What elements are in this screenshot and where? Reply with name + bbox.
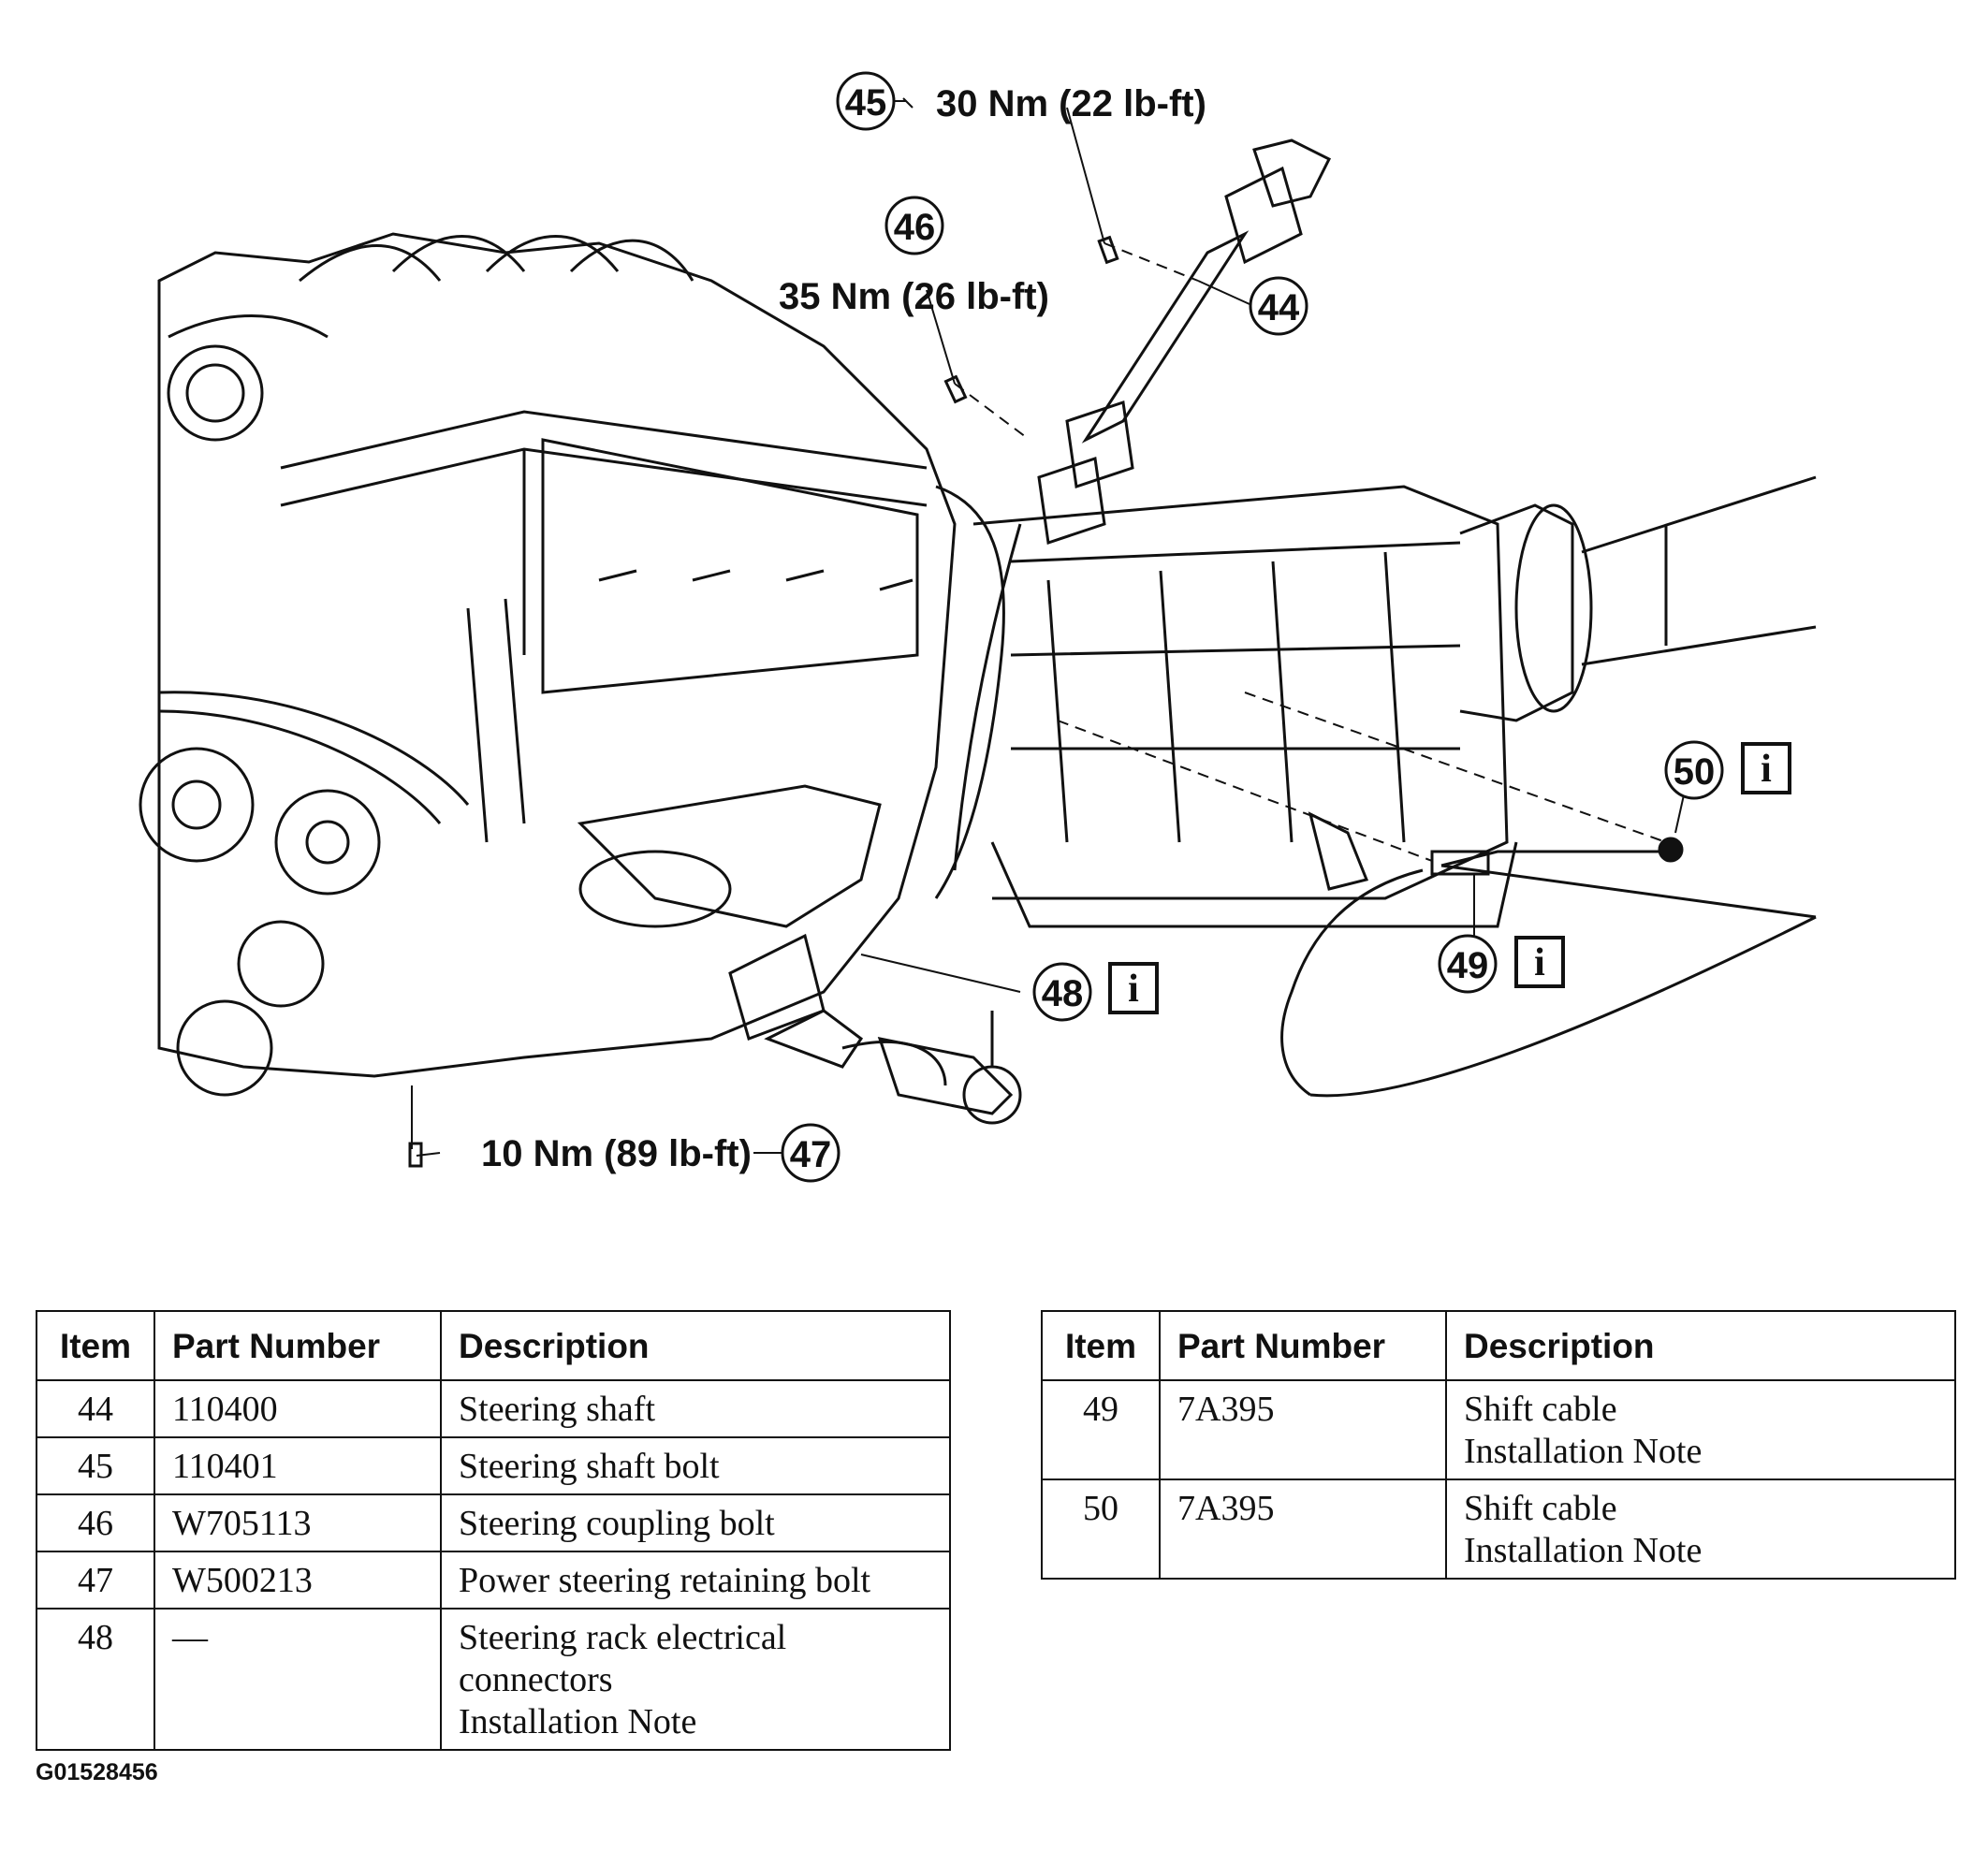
header-item: Item (36, 1310, 155, 1381)
header-item: Item (1041, 1310, 1161, 1381)
callout-48-info-glyph: i (1128, 968, 1139, 1011)
engine-illustration (139, 232, 957, 1097)
cell-description: Steering shaft (440, 1379, 951, 1438)
cell-description: Steering coupling bolt (440, 1493, 951, 1552)
callout-50-number: 50 (1674, 751, 1716, 793)
cell-item: 44 (36, 1379, 155, 1438)
cell-description: Steering shaft bolt (440, 1436, 951, 1495)
cell-item: 46 (36, 1493, 155, 1552)
header-description: Description (1445, 1310, 1956, 1381)
table-row: 50 7A395 Shift cable Installation Note (1041, 1479, 1956, 1580)
callout-48-info-icon (1108, 962, 1159, 1014)
table-row: 48 — Steering rack electrical connectors… (36, 1608, 951, 1751)
callout-49-info-glyph: i (1534, 941, 1545, 984)
parts-table-right: Item Part Number Description 49 7A395 Sh… (1041, 1310, 1956, 1580)
callout-45-torque: 30 Nm (22 lb-ft) (936, 83, 1206, 124)
callout-50-info-icon (1741, 742, 1791, 794)
callout-50-info-glyph: i (1761, 748, 1772, 791)
cell-item: 48 (36, 1608, 155, 1751)
cell-item: 47 (36, 1551, 155, 1610)
callout-46: 46 35 Nm (26 lb-ft) (779, 196, 1049, 317)
table-row: 45 110401 Steering shaft bolt (36, 1436, 951, 1495)
callout-47-torque: 10 Nm (89 lb-ft) (481, 1133, 752, 1174)
figure-id: G01528456 (36, 1759, 158, 1785)
cell-description: Steering rack electrical connectors Inst… (440, 1608, 951, 1751)
header-part-number: Part Number (153, 1310, 442, 1381)
engine-transmission-diagram: 45 30 Nm (22 lb-ft) 46 35 Nm (26 lb-ft) … (139, 71, 1817, 1183)
table-header-row: Item Part Number Description (36, 1310, 951, 1381)
callout-48-number: 48 (1042, 973, 1084, 1014)
cell-part-number: 110400 (153, 1379, 442, 1438)
callout-46-number: 46 (894, 207, 936, 248)
steering-shaft-bolt (1097, 235, 1119, 265)
callout-44: 44 (1249, 276, 1308, 336)
power-steering-retaining-bolt (408, 1142, 423, 1168)
cell-part-number: 7A395 (1159, 1379, 1447, 1480)
callout-49: 49 i (1438, 934, 1565, 994)
cell-part-number: W500213 (153, 1551, 442, 1610)
steering-rack-illustration (728, 933, 1022, 1125)
steering-coupling-bolt (943, 374, 968, 404)
leader-lines (411, 97, 1686, 1157)
cell-description: Shift cable Installation Note (1445, 1379, 1956, 1480)
callout-47: 10 Nm (89 lb-ft) 47 (481, 1123, 841, 1183)
cell-item: 49 (1041, 1379, 1161, 1480)
callout-44-number: 44 (1258, 287, 1300, 328)
steering-shaft-illustration (953, 138, 1332, 871)
cell-description: Shift cable Installation Note (1445, 1479, 1956, 1580)
cell-part-number: 7A395 (1159, 1479, 1447, 1580)
callout-46-torque: 35 Nm (26 lb-ft) (779, 276, 1049, 317)
cell-part-number: W705113 (153, 1493, 442, 1552)
callout-45-number: 45 (845, 82, 887, 124)
transmission-illustration (934, 475, 1817, 928)
table-row: 44 110400 Steering shaft (36, 1379, 951, 1438)
cell-item: 45 (36, 1436, 155, 1495)
shift-cable-illustration (1280, 837, 1817, 1098)
table-header-row: Item Part Number Description (1041, 1310, 1956, 1381)
callout-49-info-icon (1514, 936, 1565, 988)
parts-table-left: Item Part Number Description 44 110400 S… (36, 1310, 951, 1751)
cell-item: 50 (1041, 1479, 1161, 1580)
callout-45: 45 30 Nm (22 lb-ft) (836, 71, 1206, 131)
table-row: 47 W500213 Power steering retaining bolt (36, 1551, 951, 1610)
callout-48: 48 i (1032, 962, 1159, 1022)
callout-49-number: 49 (1447, 945, 1489, 986)
callout-50: 50 i (1664, 740, 1791, 800)
header-part-number: Part Number (1159, 1310, 1447, 1381)
callout-47-number: 47 (790, 1134, 832, 1175)
cell-description: Power steering retaining bolt (440, 1551, 951, 1610)
cell-part-number: 110401 (153, 1436, 442, 1495)
table-row: 46 W705113 Steering coupling bolt (36, 1493, 951, 1552)
header-description: Description (440, 1310, 951, 1381)
table-row: 49 7A395 Shift cable Installation Note (1041, 1379, 1956, 1480)
cell-part-number: — (153, 1608, 442, 1751)
